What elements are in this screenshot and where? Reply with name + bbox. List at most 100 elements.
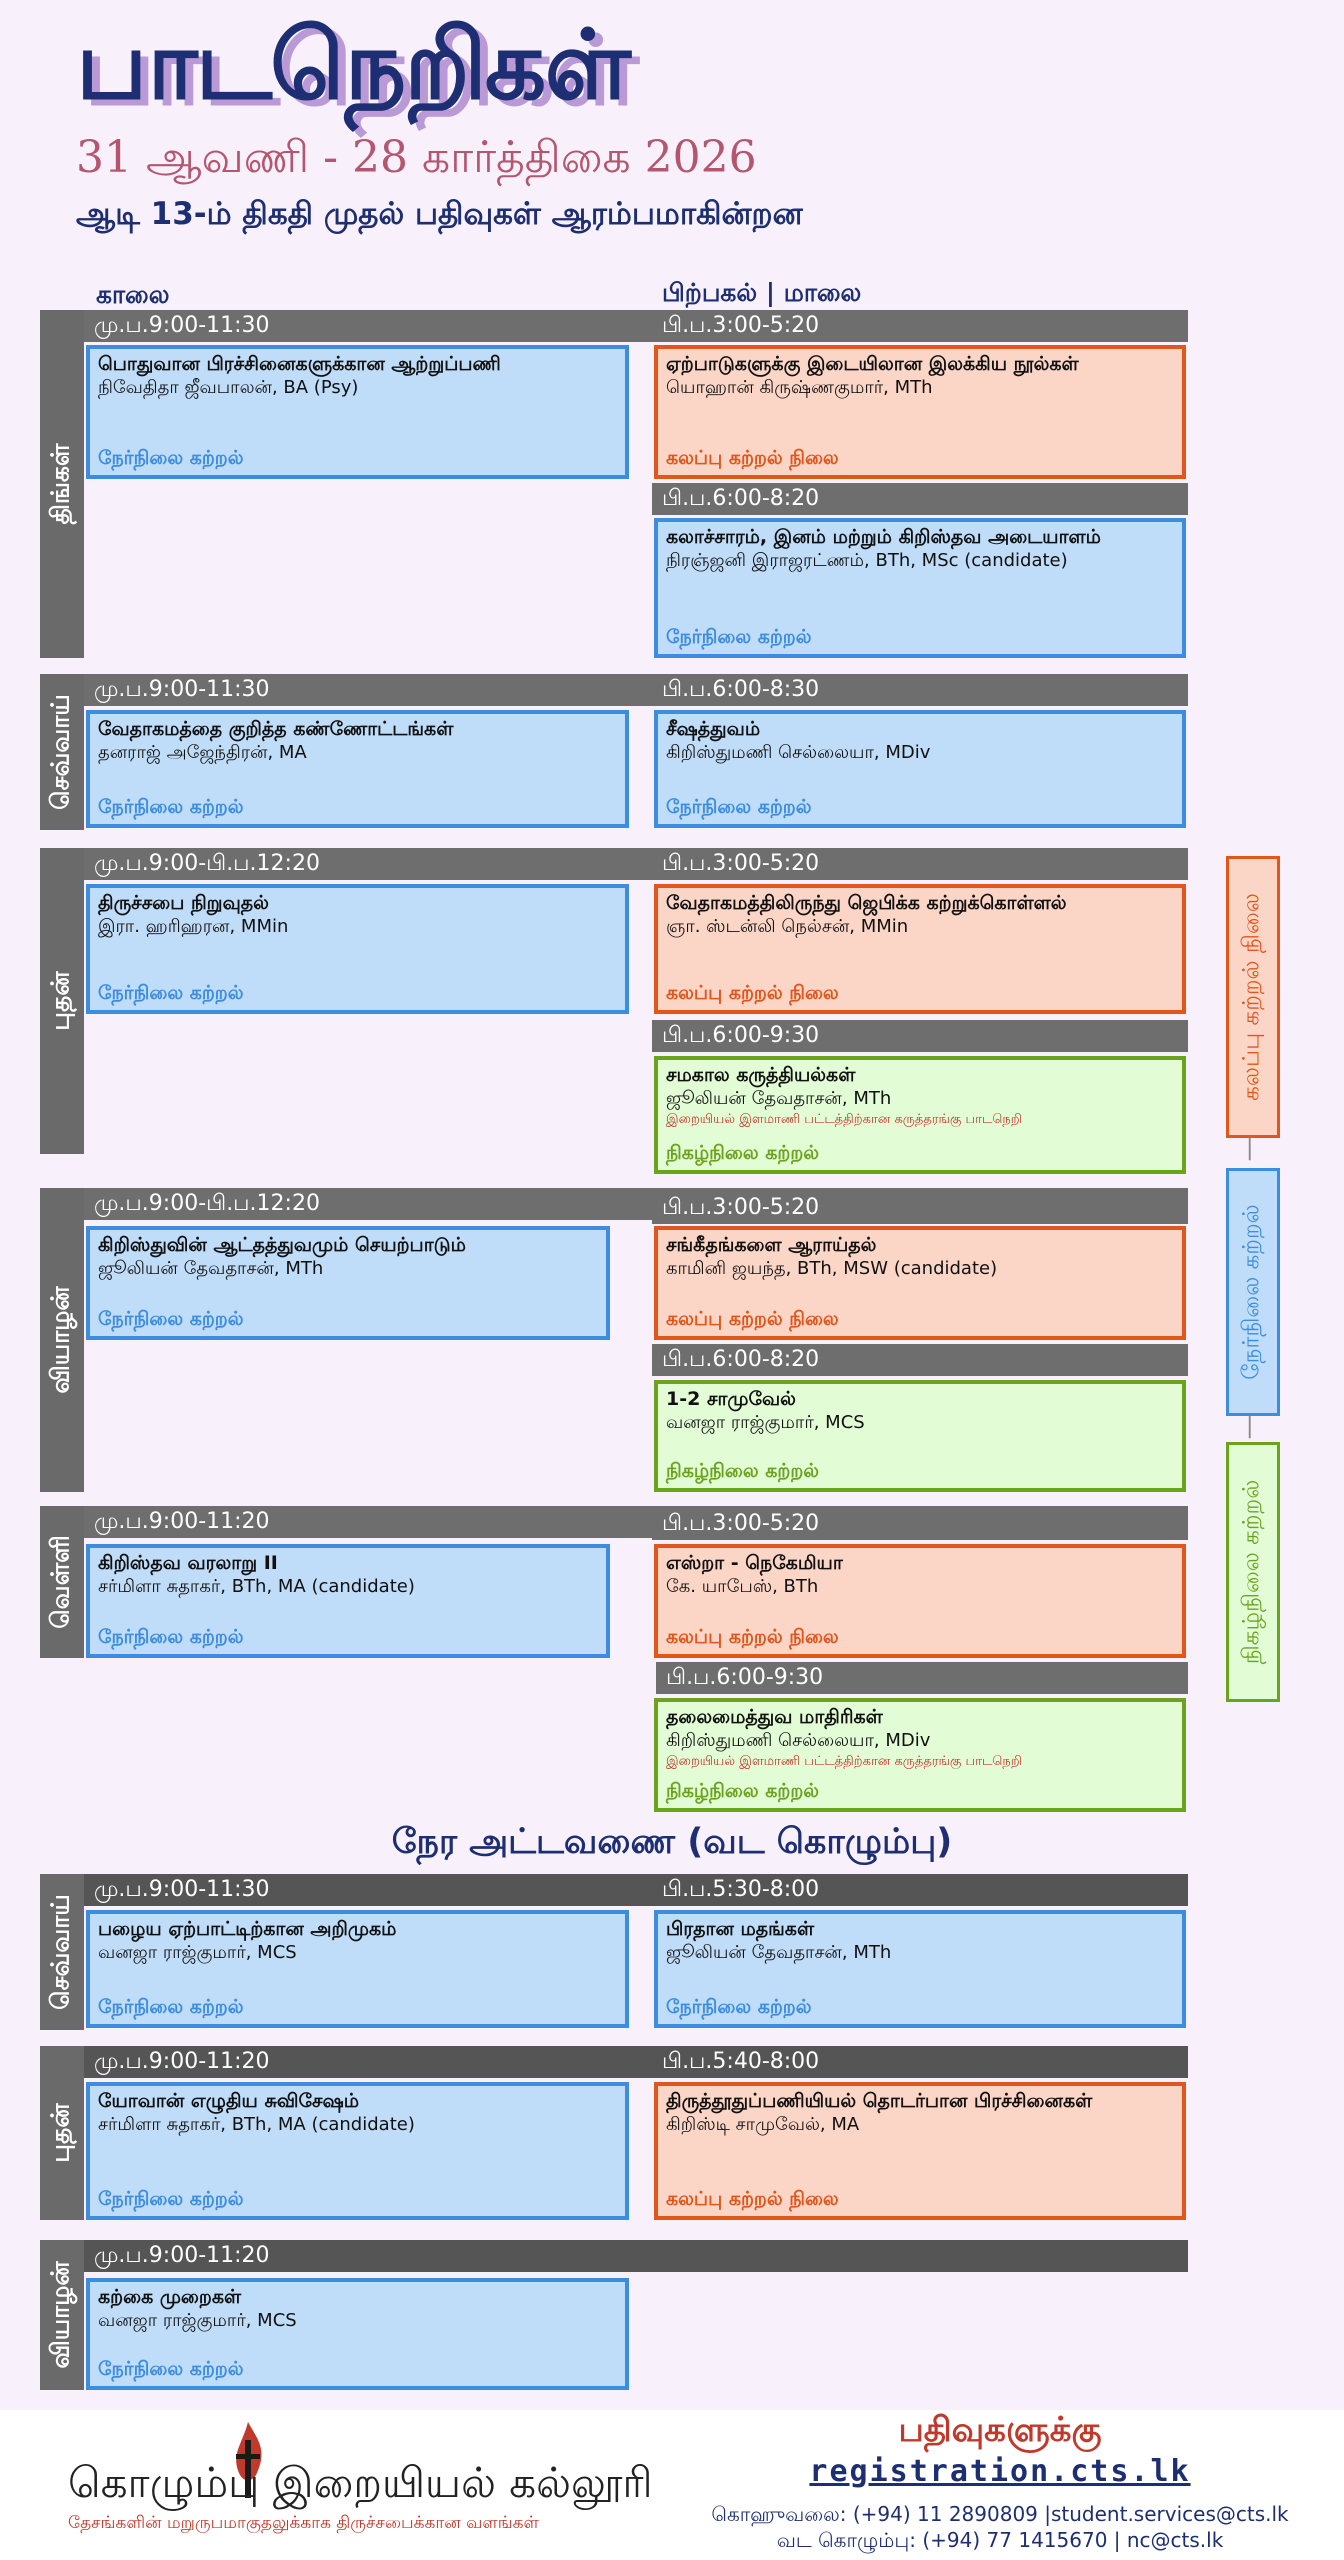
college-name: கொழும்பு இறையியல் கல்லூரி xyxy=(68,2458,653,2507)
course-mode: கலப்பு கற்றல் நிலை xyxy=(666,2188,839,2210)
course-card[interactable]: கிறிஸ்தவ வரலாறு II சர்மிளா சுதாகர், BTh,… xyxy=(86,1544,610,1658)
course-card[interactable]: தலைமைத்துவ மாதிரிகள் கிறிஸ்துமணி செல்லைய… xyxy=(654,1698,1186,1812)
course-card[interactable]: 1-2 சாமுவேல் வனஜா ராஜ்குமார், MCS நிகழ்ந… xyxy=(654,1380,1186,1492)
course-card[interactable]: கற்கை முறைகள் வனஜா ராஜ்குமார், MCS நேர்ந… xyxy=(86,2278,629,2390)
course-title: கற்கை முறைகள் xyxy=(98,2286,242,2308)
course-title: திருத்தூதுப்பணியியல் தொடர்பான பிரச்சினைக… xyxy=(666,2090,1093,2112)
course-mode: நேர்நிலை கற்றல் xyxy=(666,796,812,818)
time-bar: பி.ப.5:40-8:00 xyxy=(652,2046,1188,2078)
course-card[interactable]: கிறிஸ்துவின் ஆட்தத்துவமும் செயற்பாடும் ஜ… xyxy=(86,1226,610,1340)
course-mode: கலப்பு கற்றல் நிலை xyxy=(666,447,839,469)
course-title: சங்கீதங்களை ஆராய்தல் xyxy=(666,1234,877,1256)
course-instructor: தனராஜ் அஜேந்திரன், MA xyxy=(98,742,307,763)
time-bar: பி.ப.5:30-8:00 xyxy=(652,1874,1188,1906)
course-instructor: ஜூலியன் தேவதாசன், MTh xyxy=(666,1088,892,1109)
course-card[interactable]: திருச்சபை நிறுவுதல் இரா. ஹரிஹரன, MMin நே… xyxy=(86,884,629,1014)
course-title: கிறிஸ்தவ வரலாறு II xyxy=(98,1552,278,1574)
course-card[interactable]: எஸ்றா - நெகேமியா கே. யாபேஸ், BTh கலப்பு … xyxy=(654,1544,1186,1658)
registration-link[interactable]: registration.cts.lk xyxy=(809,2454,1191,2489)
course-title: பழைய ஏற்பாட்டிற்கான அறிமுகம் xyxy=(98,1918,397,1940)
course-mode: நேர்நிலை கற்றல் xyxy=(98,1308,244,1330)
course-instructor: யொஹான் கிருஷ்ணகுமார், MTh xyxy=(666,377,933,398)
course-instructor: வனஜா ராஜ்குமார், MCS xyxy=(98,1942,297,1963)
time-bar: பி.ப.3:00-5:20 xyxy=(652,1192,1188,1224)
course-instructor: கிறிஸ்துமணி செல்லையா, MDiv xyxy=(666,1730,931,1751)
course-mode: கலப்பு கற்றல் நிலை xyxy=(666,982,839,1004)
contact-north: வட கொழும்பு: (+94) 77 1415670 | nc@cts.l… xyxy=(776,2528,1224,2552)
day-label-friday: வெள்ளி xyxy=(40,1506,84,1658)
registration-heading: பதிவுகளுக்கு xyxy=(898,2410,1102,2450)
time-bar: பி.ப.6:00-9:30 xyxy=(652,1020,1188,1052)
course-instructor: ஜூலியன் தேவதாசன், MTh xyxy=(98,1258,324,1279)
course-note: இறையியல் இளமாணி பட்டத்திற்கான கருத்தரங்க… xyxy=(666,1112,1022,1127)
morning-column-header: காலை xyxy=(96,280,170,309)
course-title: 1-2 சாமுவேல் xyxy=(666,1388,796,1410)
course-card[interactable]: கலாச்சாரம், இனம் மற்றும் கிறிஸ்தவ அடையாள… xyxy=(654,518,1186,658)
course-mode: நேர்நிலை கற்றல் xyxy=(98,1996,244,2018)
course-card[interactable]: சங்கீதங்களை ஆராய்தல் காமினி ஜயந்த, BTh, … xyxy=(654,1226,1186,1340)
day-label-tuesday: செவ்வாய் xyxy=(40,674,84,830)
course-mode: நேர்நிலை கற்றல் xyxy=(98,1626,244,1648)
day-label-wednesday: புதன் xyxy=(40,2046,84,2220)
college-logo: கொழும்பு இறையியல் கல்லூரி தேசங்களின் மறு… xyxy=(68,2422,653,2533)
flame-cross-icon xyxy=(236,2422,262,2498)
course-card[interactable]: வேதாகமத்திலிருந்து ஜெபிக்க கற்றுக்கொள்ளல… xyxy=(654,884,1186,1014)
course-instructor: கிறிஸ்டி சாமுவேல், MA xyxy=(666,2114,860,2135)
course-mode: நேர்நிலை கற்றல் xyxy=(98,2188,244,2210)
time-bar: பி.ப.6:00-9:30 xyxy=(656,1662,1188,1694)
legend-separator: | xyxy=(1246,1136,1254,1161)
registration-open-note: ஆடி 13-ம் திகதி முதல் பதிவுகள் ஆரம்பமாகி… xyxy=(76,196,803,232)
course-instructor: வனஜா ராஜ்குமார், MCS xyxy=(98,2310,297,2331)
course-card[interactable]: சமகால கருத்தியல்கள் ஜூலியன் தேவதாசன், MT… xyxy=(654,1056,1186,1174)
course-title: திருச்சபை நிறுவுதல் xyxy=(98,892,269,914)
course-instructor: சர்மிளா சுதாகர், BTh, MA (candidate) xyxy=(98,1576,415,1597)
course-instructor: நிவேதிதா ஜீவபாலன், BA (Psy) xyxy=(98,377,359,398)
course-instructor: சர்மிளா சுதாகர், BTh, MA (candidate) xyxy=(98,2114,415,2135)
course-mode: நிகழ்நிலை கற்றல் xyxy=(666,1780,820,1802)
course-title: வேதாகமத்திலிருந்து ஜெபிக்க கற்றுக்கொள்ளல… xyxy=(666,892,1067,914)
time-bar: பி.ப.6:00-8:20 xyxy=(652,1344,1188,1376)
contact-main: கொஹுவலை: (+94) 11 2890809 |student.servi… xyxy=(711,2502,1289,2526)
course-title: பிரதான மதங்கள் xyxy=(666,1918,815,1940)
legend-in-person: நேர்நிலை கற்றல் xyxy=(1226,1168,1280,1416)
course-mode: நேர்நிலை கற்றல் xyxy=(98,982,244,1004)
course-title: சமகால கருத்தியல்கள் xyxy=(666,1064,856,1086)
course-card[interactable]: சீஷத்துவம் கிறிஸ்துமணி செல்லையா, MDiv நே… xyxy=(654,710,1186,828)
afternoon-column-header: பிற்பகல் | மாலை xyxy=(662,278,862,307)
course-card[interactable]: திருத்தூதுப்பணியியல் தொடர்பான பிரச்சினைக… xyxy=(654,2082,1186,2220)
course-mode: நேர்நிலை கற்றல் xyxy=(98,796,244,818)
course-card[interactable]: யோவான் எழுதிய சுவிசேஷம் சர்மிளா சுதாகர்,… xyxy=(86,2082,629,2220)
day-label-tuesday: செவ்வாய் xyxy=(40,1874,84,2030)
course-instructor: கிறிஸ்துமணி செல்லையா, MDiv xyxy=(666,742,931,763)
course-mode: நேர்நிலை கற்றல் xyxy=(666,626,812,648)
college-tagline: தேசங்களின் மறுருபமாகுதலுக்காக திருச்சபைக… xyxy=(68,2513,539,2533)
course-card[interactable]: பழைய ஏற்பாட்டிற்கான அறிமுகம் வனஜா ராஜ்கு… xyxy=(86,1910,629,2028)
course-title: பொதுவான பிரச்சினைகளுக்கான ஆற்றுப்பணி xyxy=(98,353,501,375)
course-instructor: வனஜா ராஜ்குமார், MCS xyxy=(666,1412,865,1433)
course-instructor: இரா. ஹரிஹரன, MMin xyxy=(98,916,289,937)
course-mode: நேர்நிலை கற்றல் xyxy=(98,447,244,469)
course-mode: கலப்பு கற்றல் நிலை xyxy=(666,1626,839,1648)
course-mode: நேர்நிலை கற்றல் xyxy=(98,2358,244,2380)
course-card[interactable]: ஏற்பாடுகளுக்கு இடையிலான இலக்கிய நூல்கள் … xyxy=(654,345,1186,479)
time-bar: பி.ப.3:00-5:20 xyxy=(652,1508,1188,1540)
course-card[interactable]: பொதுவான பிரச்சினைகளுக்கான ஆற்றுப்பணி நிவ… xyxy=(86,345,629,479)
course-title: ஏற்பாடுகளுக்கு இடையிலான இலக்கிய நூல்கள் xyxy=(666,353,1079,375)
time-bar: பி.ப.3:00-5:20 xyxy=(652,310,1188,342)
course-card[interactable]: வேதாகமத்தை குறித்த கண்ணோட்டங்கள் தனராஜ் … xyxy=(86,710,629,828)
time-bar: மு.ப.9:00-11:20 xyxy=(84,2240,1188,2272)
course-instructor: நிரஞ்ஜனி இராஜரட்ணம், BTh, MSc (candidate… xyxy=(666,550,1068,571)
course-mode: கலப்பு கற்றல் நிலை xyxy=(666,1308,839,1330)
legend-blended: கலப்பு கற்றல் நிலை xyxy=(1226,856,1280,1138)
footer: கொழும்பு இறையியல் கல்லூரி தேசங்களின் மறு… xyxy=(0,2410,1344,2560)
day-label-thursday: வியாழன் xyxy=(40,2240,84,2390)
course-note: இறையியல் இளமாணி பட்டத்திற்கான கருத்தரங்க… xyxy=(666,1754,1022,1769)
course-card[interactable]: பிரதான மதங்கள் ஜூலியன் தேவதாசன், MTh நேர… xyxy=(654,1910,1186,2028)
course-instructor: காமினி ஜயந்த, BTh, MSW (candidate) xyxy=(666,1258,998,1279)
day-label-thursday: வியாழன் xyxy=(40,1188,84,1492)
course-title: யோவான் எழுதிய சுவிசேஷம் xyxy=(98,2090,360,2112)
legend-online: நிகழ்நிலை கற்றல் xyxy=(1226,1442,1280,1702)
time-bar: பி.ப.6:00-8:20 xyxy=(652,483,1188,515)
day-label-monday: திங்கள் xyxy=(40,310,84,658)
legend-separator: | xyxy=(1246,1414,1254,1439)
